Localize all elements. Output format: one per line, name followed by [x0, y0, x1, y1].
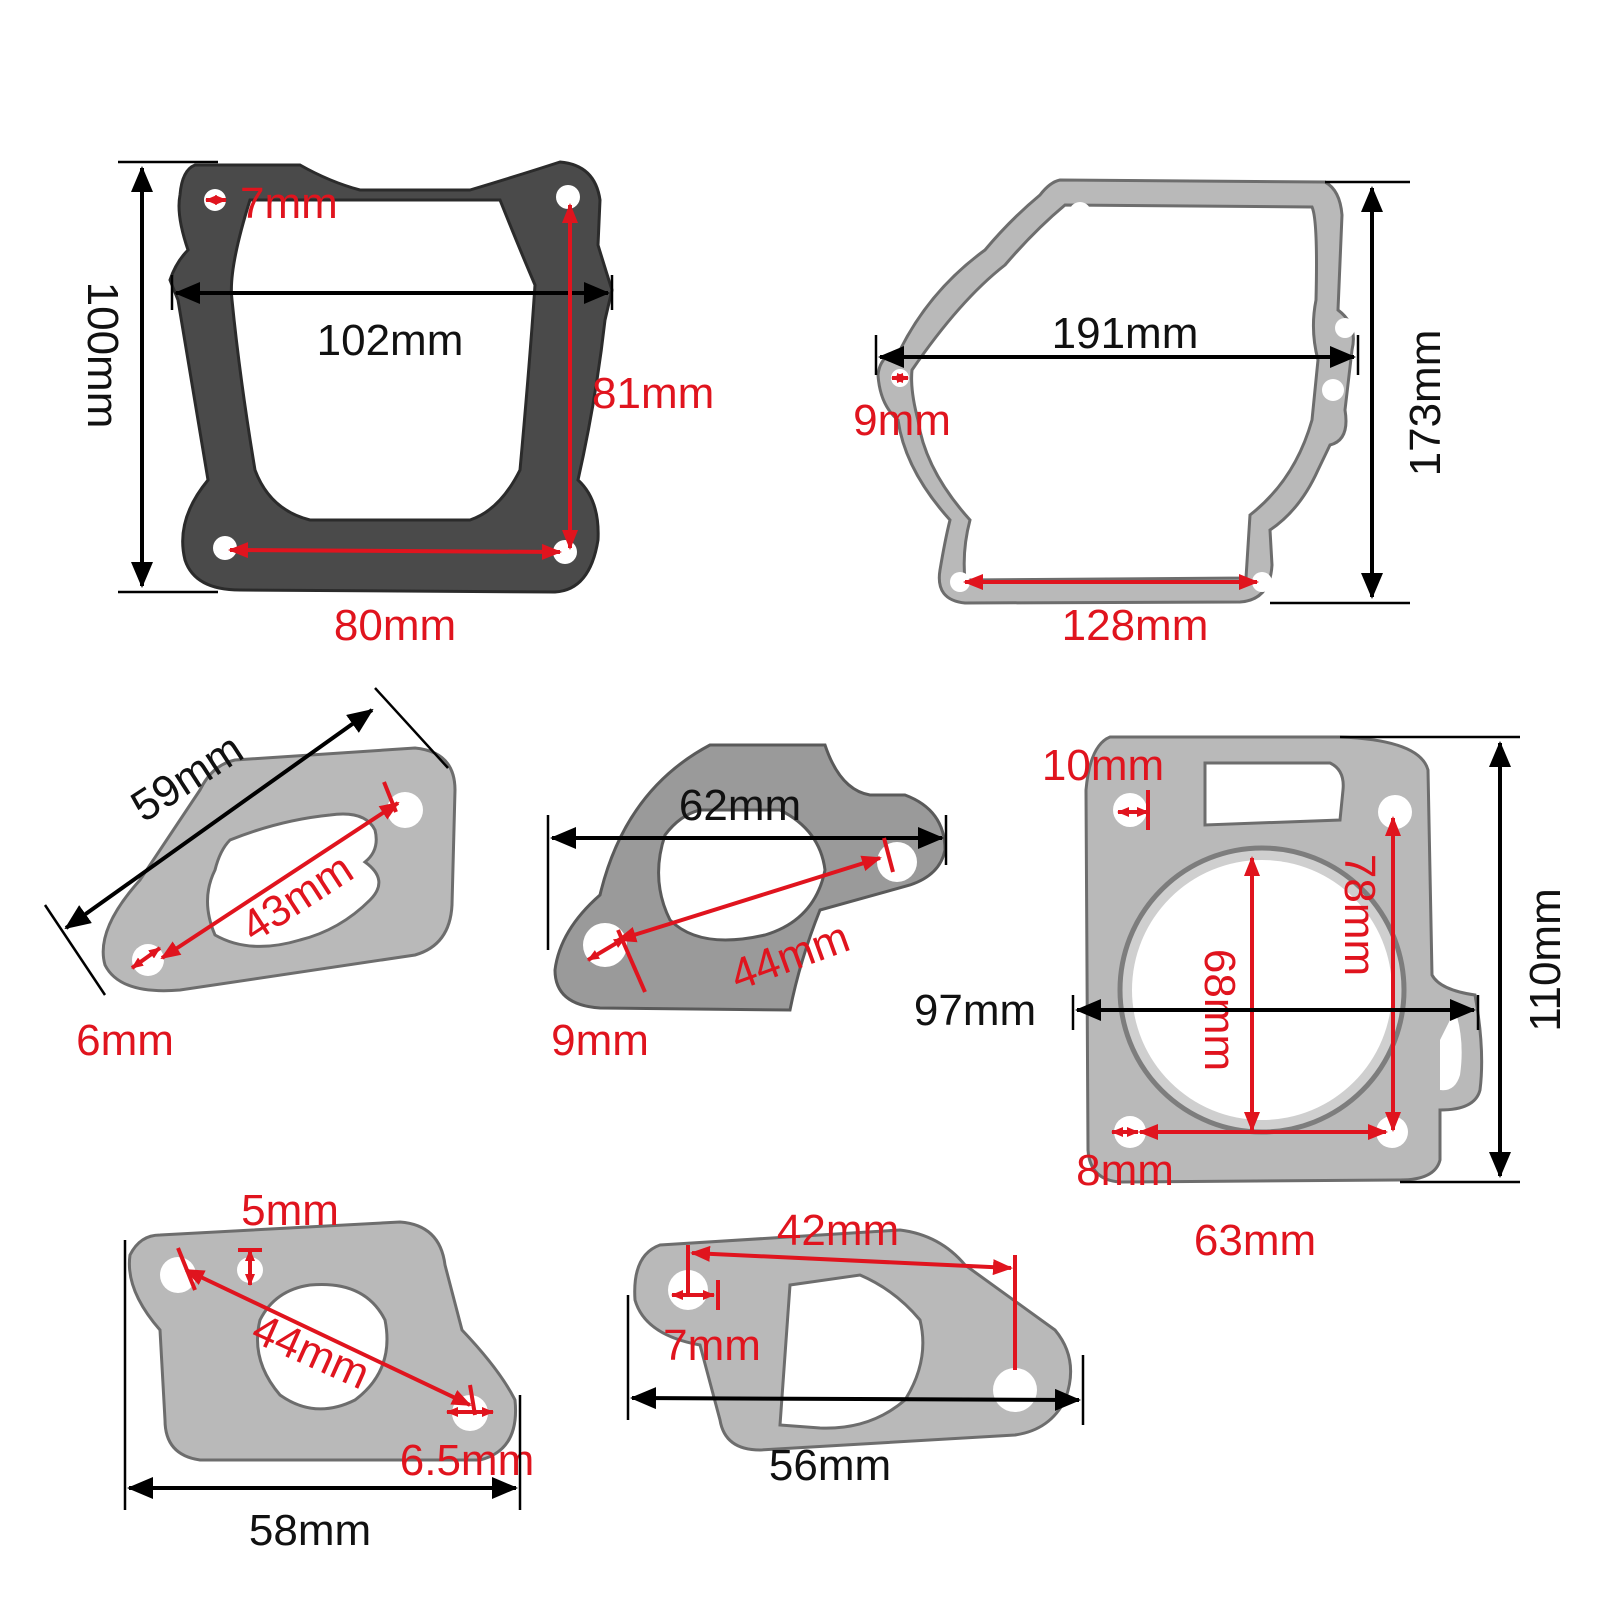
- crankcase-hole-3: [1335, 318, 1355, 338]
- valve-cover-hole-bl: [213, 536, 237, 560]
- intake-b-gasket: 42mm 7mm 56mm: [626, 1206, 1085, 1490]
- intake-a-hole-span-tick-left: [176, 1247, 197, 1291]
- valve-cover-hole-span-h-label: 80mm: [334, 601, 456, 650]
- crankcase-hole-1: [1069, 202, 1091, 224]
- cylinder-head-bore-inner: [1132, 860, 1392, 1120]
- cylinder-head-bolt-span-v-label: 78mm: [1335, 854, 1384, 976]
- carb-insulator-b-width-label: 62mm: [679, 781, 801, 830]
- intake-b-width-dimension: [630, 1387, 1081, 1411]
- carb-insulator-b-hole-dimension: [586, 936, 627, 962]
- carb-insulator-a-hole-span-dimension: [160, 801, 400, 960]
- crankcase-gasket: 191mm 173mm 9mm 128mm: [853, 178, 1450, 650]
- crankcase-gasket-body: [876, 178, 1355, 605]
- valve-cover-hole-span-v-label: 81mm: [592, 369, 714, 418]
- carb-insulator-b-gasket: 62mm 44mm 9mm: [546, 743, 948, 1065]
- crankcase-hole-span-label: 128mm: [1062, 601, 1209, 650]
- valve-cover-width-label: 102mm: [317, 316, 464, 365]
- carb-insulator-b-hole-right: [877, 842, 917, 882]
- carb-insulator-b-hole-span-tick-right: [882, 837, 895, 873]
- crankcase-hole-label: 9mm: [853, 396, 951, 445]
- cylinder-head-height-label: 110mm: [1521, 888, 1570, 1031]
- carb-insulator-a-hole-span-tick: [382, 781, 398, 813]
- carb-insulator-a-length-ext-left: [43, 904, 107, 996]
- carb-insulator-a-hole-right: [387, 792, 423, 828]
- carb-insulator-a-hole-label: 6mm: [76, 1016, 174, 1065]
- cylinder-head-gasket: 10mm 78mm 68mm 97mm 110mm 8mm 63mm: [914, 735, 1570, 1265]
- valve-cover-hole-span-h-dimension: [228, 542, 562, 560]
- intake-a-small-hole-label: 5mm: [241, 1186, 339, 1235]
- intake-b-hole-span-dimension: [690, 1245, 1013, 1276]
- intake-a-width-label: 58mm: [249, 1506, 371, 1555]
- crankcase-hole-2: [999, 269, 1021, 291]
- valve-cover-gasket: 100mm 102mm 7mm 81mm 80mm: [78, 160, 714, 650]
- intake-b-hole-right: [993, 1368, 1037, 1412]
- cylinder-head-hole-label: 8mm: [1076, 1146, 1174, 1195]
- cylinder-head-bolt-span-h-label: 63mm: [1194, 1216, 1316, 1265]
- valve-cover-gasket-body: [168, 160, 614, 594]
- intake-a-hole-span-dimension: [184, 1268, 472, 1407]
- carb-insulator-a-hole-dimension: [130, 946, 162, 970]
- intake-a-gasket: 5mm 44mm 6.5mm 58mm: [123, 1186, 534, 1555]
- carb-insulator-b-hole-span-dimension: [616, 855, 882, 943]
- carb-insulator-b-hole-label: 9mm: [551, 1016, 649, 1065]
- cylinder-head-small-hole-label: 10mm: [1042, 741, 1164, 790]
- crankcase-hole-4: [1322, 379, 1344, 401]
- crankcase-width-label: 191mm: [1052, 309, 1199, 358]
- intake-b-width-label: 56mm: [769, 1441, 891, 1490]
- crankcase-height-label: 173mm: [1401, 330, 1450, 477]
- valve-cover-hole-label: 7mm: [240, 179, 338, 228]
- intake-b-hole-label: 7mm: [663, 1321, 761, 1370]
- carb-insulator-a-gasket: 59mm 43mm 6mm: [43, 687, 457, 1065]
- carb-insulator-b-hole-tick: [616, 929, 647, 993]
- valve-cover-height-label: 100mm: [78, 282, 127, 429]
- carb-insulator-a-length-ext-right: [374, 687, 449, 769]
- cylinder-head-width-label: 97mm: [914, 986, 1036, 1035]
- intake-b-hole-span-label: 42mm: [777, 1206, 899, 1255]
- cylinder-head-slot: [1440, 1010, 1462, 1091]
- intake-a-hole-label: 6.5mm: [400, 1436, 534, 1485]
